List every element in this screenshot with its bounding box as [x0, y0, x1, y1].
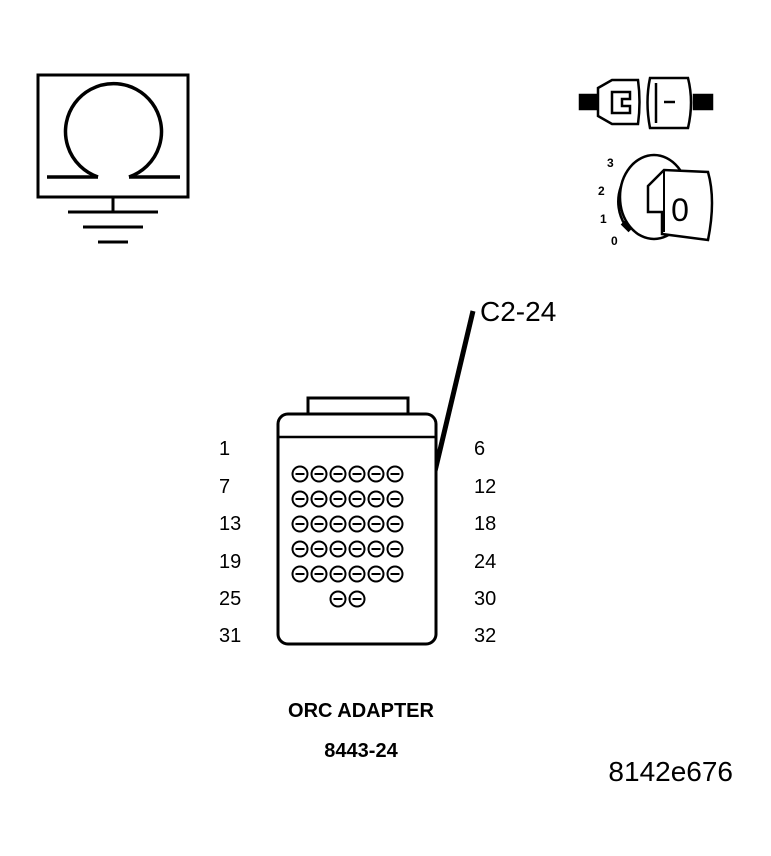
pin-label-left: 13 — [219, 513, 241, 535]
pin-cavity — [291, 515, 309, 533]
pin-label-right: 12 — [474, 476, 496, 498]
pin-cavity-highlighted — [386, 540, 404, 558]
pin-label-left: 19 — [219, 551, 241, 573]
pin-cavity — [348, 590, 366, 608]
ohmmeter-icon — [36, 73, 190, 199]
adapter-number: 8443-24 — [324, 740, 398, 762]
figure-id: 8142e676 — [608, 756, 733, 787]
ignition-position-3: 3 — [607, 156, 614, 170]
pin-label-left: 25 — [219, 588, 241, 610]
pin-label-left: 1 — [219, 438, 230, 460]
pin-cavity — [329, 465, 347, 483]
pin-cavity — [386, 565, 404, 583]
pin-cavity — [367, 465, 385, 483]
key-position-label: 0 — [671, 192, 689, 228]
pin-cavity — [310, 540, 328, 558]
pin-cavity — [348, 565, 366, 583]
ignition-position-1: 1 — [600, 212, 607, 226]
pin-cavity — [367, 540, 385, 558]
pin-cavity — [310, 515, 328, 533]
ignition-position-0: 0 — [611, 234, 618, 248]
pin-cavity — [329, 540, 347, 558]
pin-label-left: 31 — [219, 625, 241, 647]
pin-cavity — [386, 465, 404, 483]
pin-label-left: 7 — [219, 476, 230, 498]
pin-label-right: 18 — [474, 513, 496, 535]
pin-cavity — [310, 465, 328, 483]
pin-cavity — [348, 490, 366, 508]
pin-label-right: 32 — [474, 625, 496, 647]
callout-label: C2-24 — [480, 296, 556, 327]
pin-cavity — [367, 565, 385, 583]
disconnect-connector-icon — [578, 76, 714, 130]
pin-cavity — [291, 540, 309, 558]
pin-cavity — [386, 490, 404, 508]
pin-cavity — [348, 465, 366, 483]
pin-label-right: 6 — [474, 438, 485, 460]
pin-cavity — [329, 565, 347, 583]
ignition-position-2: 2 — [598, 184, 605, 198]
pin-cavity — [310, 565, 328, 583]
pin-cavity — [348, 540, 366, 558]
pin-cavity — [348, 515, 366, 533]
ignition-key-icon: 3 2 1 0 0 — [598, 153, 714, 248]
pin-cavity — [329, 515, 347, 533]
pin-cavity — [291, 465, 309, 483]
pin-cavity — [310, 490, 328, 508]
pin-cavity — [291, 490, 309, 508]
pin-label-right: 24 — [474, 551, 496, 573]
pin-cavity — [329, 490, 347, 508]
pin-grid — [291, 465, 404, 608]
pin-cavity — [367, 490, 385, 508]
adapter-name: ORC ADAPTER — [288, 700, 434, 722]
pin-cavity — [367, 515, 385, 533]
pin-label-right: 30 — [474, 588, 496, 610]
pin-cavity — [291, 565, 309, 583]
ground-icon — [68, 197, 158, 244]
pin-cavity — [329, 590, 347, 608]
pin-cavity — [386, 515, 404, 533]
